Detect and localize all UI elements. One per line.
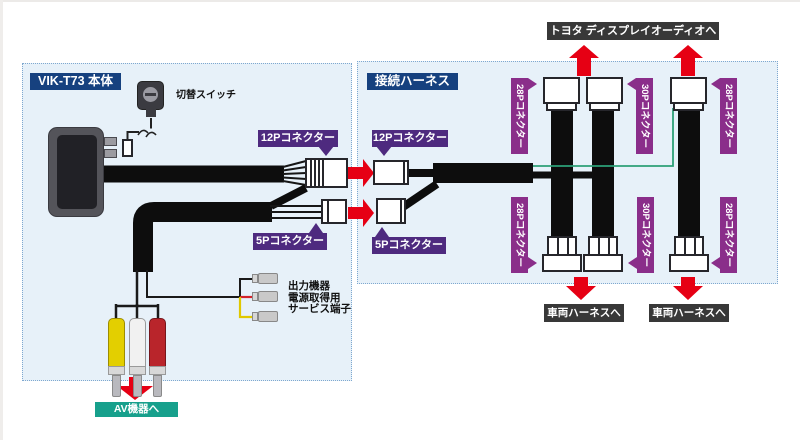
service-terminal-caption-line2: 電源取得用 xyxy=(288,291,341,304)
toyota-display-audio-label: トヨタ ディスプレイオーディオへ xyxy=(547,22,719,40)
vlabel-top-30p: 30Pコネクター xyxy=(636,78,653,154)
rca-ring-white xyxy=(129,366,146,375)
vehicle-harness-label-2: 車両ハーネスへ xyxy=(649,304,729,322)
label-5p-right-pointer xyxy=(375,227,389,237)
service-terminal-red xyxy=(258,291,278,302)
top-connector-28p-left-lip xyxy=(546,102,577,111)
vlabel-bottom-28p-left: 28Pコネクター xyxy=(511,197,528,273)
left-panel-title: VIK-T73 本体 xyxy=(30,73,122,90)
rca-tip-yellow xyxy=(112,375,121,397)
label-5p-left: 5Pコネクター xyxy=(253,233,327,250)
vlabel-top-28p-left: 28Pコネクター xyxy=(511,78,528,154)
wires-5p-left xyxy=(270,205,322,219)
switch-connector xyxy=(122,139,133,157)
connector-12p-right xyxy=(373,160,409,185)
right-panel-title: 接続ハーネス xyxy=(367,73,459,90)
rca-plug-yellow xyxy=(108,318,125,367)
arrow-up-toyota-2 xyxy=(673,45,703,76)
top-connector-28p-left xyxy=(543,77,580,104)
rca-tip-white xyxy=(133,375,142,397)
bottom-connector-30p-pins xyxy=(588,236,618,256)
unit-port-stub-2 xyxy=(104,149,117,158)
harness-5p-wire xyxy=(400,180,440,211)
rca-ring-yellow xyxy=(108,366,125,375)
top-connector-28p-right-lip xyxy=(673,102,704,111)
rca-wires xyxy=(114,270,160,319)
av-device-label: AV機器へ xyxy=(95,402,178,417)
switch-label: 切替スイッチ xyxy=(176,90,236,101)
green-signal-wire xyxy=(533,108,674,167)
arrow-down-vehicle-1 xyxy=(566,277,596,300)
connector-12p-left xyxy=(305,158,348,188)
arrow-right-12p xyxy=(348,159,374,187)
service-terminal-black-collar xyxy=(252,274,258,283)
vlabel-bottom-30p: 30Pコネクター xyxy=(637,197,654,273)
label-12p-right: 12Pコネクター xyxy=(372,130,448,147)
connector-5p-right xyxy=(376,198,406,224)
main-unit-face xyxy=(57,135,97,209)
switch-wire-break-marks xyxy=(137,129,157,138)
vlabel-bottom-28p-right: 28Pコネクター xyxy=(720,197,737,273)
fan-wires-12p xyxy=(282,160,307,186)
vehicle-harness-label-1: 車両ハーネスへ xyxy=(544,304,624,322)
label-5p-right: 5Pコネクター xyxy=(372,237,446,254)
bottom-connector-28p-left-pins xyxy=(547,236,577,256)
vlabel-bottom-28p-left-pointer xyxy=(528,257,537,269)
service-terminal-yellow xyxy=(258,311,278,322)
service-terminal-caption-line3: サービス端子 xyxy=(288,303,351,315)
top-connector-30p xyxy=(586,77,623,104)
rca-ring-red xyxy=(149,366,166,375)
label-12p-left: 12Pコネクター xyxy=(258,130,338,147)
service-terminal-red-collar xyxy=(252,292,258,301)
arrow-down-vehicle-2 xyxy=(673,277,703,300)
vlabel-bottom-28p-right-pointer xyxy=(711,257,720,269)
vlabel-bottom-30p-pointer xyxy=(628,257,637,269)
bottom-connector-30p-base xyxy=(583,254,623,272)
page-edge-left xyxy=(0,0,3,440)
toggle-switch-stub xyxy=(146,109,156,117)
service-terminal-wires xyxy=(146,270,253,319)
bottom-connector-28p-right-base xyxy=(669,254,709,272)
branch-cable-left xyxy=(269,184,308,210)
connector-5p-left xyxy=(321,199,347,224)
service-terminal-caption-line1: 出力機器 xyxy=(288,280,330,292)
av-output-cable xyxy=(133,202,272,272)
bottom-connector-28p-right-pins xyxy=(674,236,704,256)
unit-port-stub-1 xyxy=(104,137,117,146)
vlabel-top-30p-pointer xyxy=(627,78,636,90)
vlabel-top-28p-right-pointer xyxy=(711,78,720,90)
bottom-connector-28p-left-base xyxy=(542,254,582,272)
flow-arrows xyxy=(117,45,703,400)
toggle-switch-slot xyxy=(145,93,156,96)
rca-plug-red xyxy=(149,318,166,367)
vlabel-top-28p-left-pointer xyxy=(528,78,537,90)
arrow-right-5p xyxy=(348,199,374,227)
top-connector-30p-lip xyxy=(589,102,620,111)
label-12p-right-pointer xyxy=(376,146,392,156)
label-5p-left-pointer xyxy=(309,223,323,233)
page-edge-top xyxy=(0,0,800,2)
vlabel-top-28p-right: 28Pコネクター xyxy=(720,78,737,154)
rca-tip-red xyxy=(153,375,162,397)
label-12p-left-pointer xyxy=(318,146,334,156)
top-connector-28p-right xyxy=(670,77,707,104)
service-terminal-black xyxy=(258,273,278,284)
arrow-up-toyota-1 xyxy=(569,45,599,76)
service-terminal-yellow-collar xyxy=(252,312,258,321)
service-terminal-caption: 出力機器 電源取得用 サービス端子 xyxy=(288,280,351,316)
rca-plug-white xyxy=(129,318,146,367)
